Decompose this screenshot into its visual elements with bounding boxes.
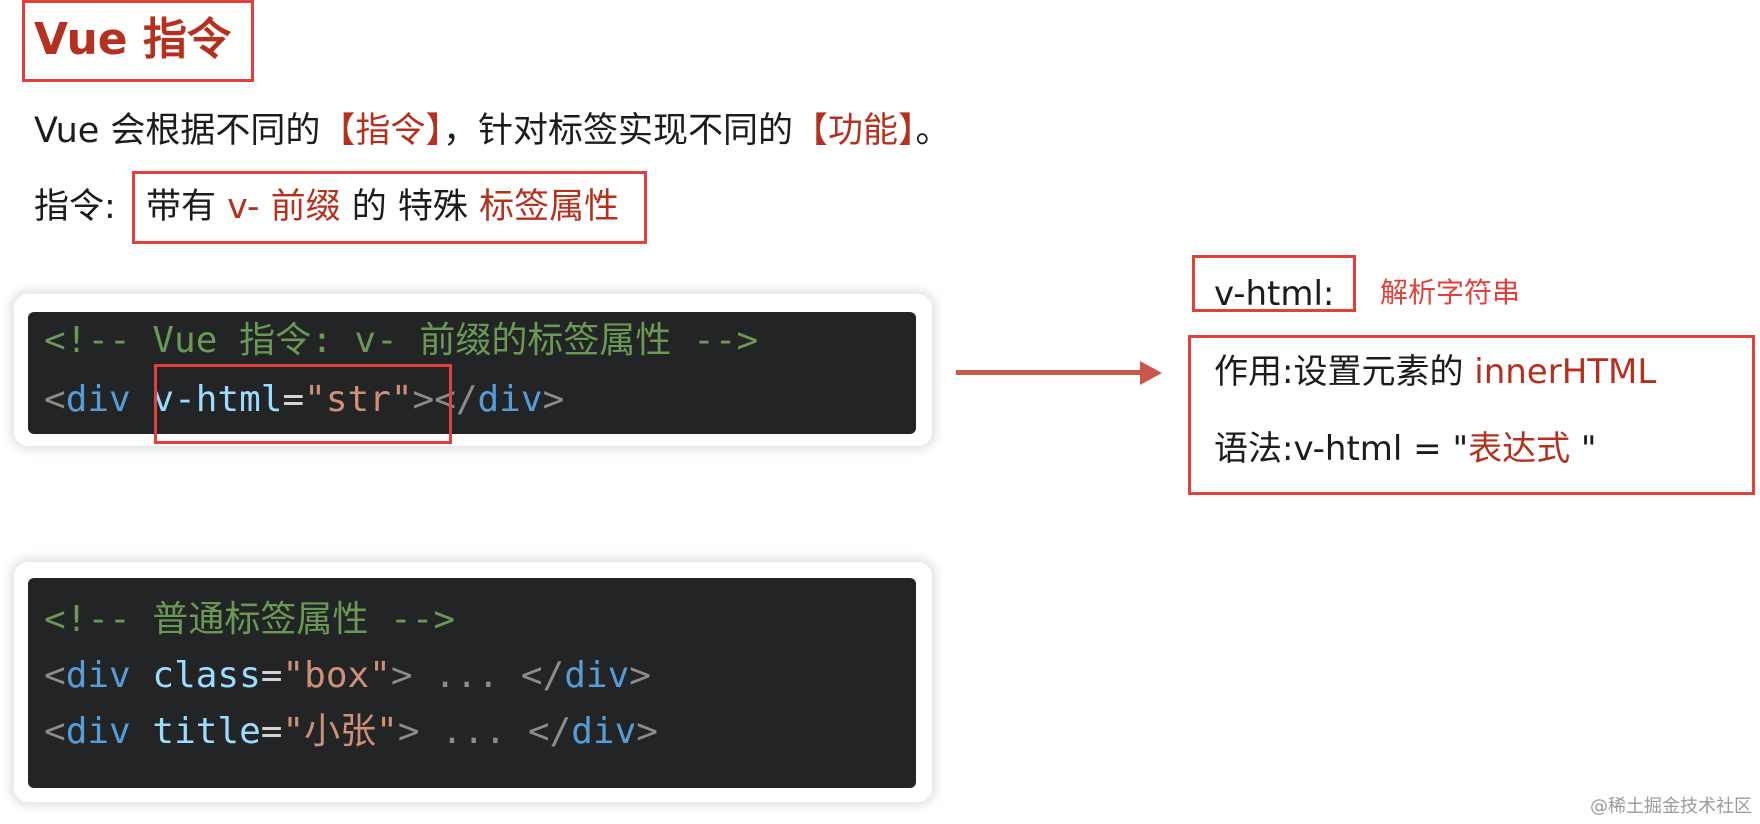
definition-text-2: 的 特殊 <box>340 187 480 227</box>
watermark: @稀土掘金技术社区 <box>1590 796 1752 817</box>
code-punct: > <box>636 711 658 752</box>
arrow-right-icon <box>1140 361 1162 385</box>
code-tag: div <box>65 379 131 420</box>
code-line-vhtml: <div v-html="str"></div> <box>44 382 564 418</box>
intro-text-1: Vue 会根据不同的 <box>34 111 321 151</box>
code-eq: = <box>260 655 283 696</box>
code-string: "box" <box>282 655 391 696</box>
code-tag: div <box>571 711 637 752</box>
code-string: "str" <box>304 379 413 420</box>
code-block-normal: <!-- 普通标签属性 --> <div class="box"> ... </… <box>28 578 916 788</box>
code-tag: div <box>564 655 630 696</box>
definition-highlight-prefix: v- 前缀 <box>227 187 341 227</box>
vhtml-syntax-end: " <box>1570 429 1597 469</box>
vhtml-effect: 作用:设置元素的 innerHTML <box>1214 352 1656 393</box>
code-line-title: <div title="小张"> ... </div> <box>44 714 658 750</box>
code-punct: > ... </ <box>390 655 565 696</box>
vhtml-syntax-label: 语法:v-html = " <box>1214 429 1469 469</box>
code-tag: div <box>65 655 131 696</box>
vhtml-effect-value: innerHTML <box>1474 352 1657 392</box>
code-punct: ></ <box>412 379 478 420</box>
intro-text-3: 。 <box>915 111 951 151</box>
code-string: "小张" <box>282 711 398 752</box>
definition-text-1: 带有 <box>146 187 228 227</box>
vhtml-note: 解析字符串 <box>1380 276 1521 309</box>
vhtml-syntax: 语法:v-html = "表达式 " <box>1214 429 1597 470</box>
definition-label: 指令: <box>34 187 116 227</box>
intro-highlight-directive: 【指令】 <box>320 111 443 151</box>
code-attr-class: class <box>152 655 261 696</box>
code-punct: < <box>44 379 66 420</box>
definition-highlight-box <box>132 171 647 244</box>
code-comment-vue: <!-- Vue 指令: v- 前缀的标签属性 --> <box>44 320 759 361</box>
vhtml-detail-box <box>1188 335 1755 495</box>
intro-highlight-function: 【功能】 <box>792 111 916 151</box>
code-attr-vhtml: v-html <box>152 379 283 420</box>
code-line-class: <div class="box"> ... </div> <box>44 658 651 694</box>
code-eq: = <box>282 379 305 420</box>
title-highlight-box <box>22 0 254 82</box>
code-punct: < <box>44 711 66 752</box>
code-punct: < <box>44 655 66 696</box>
vhtml-syntax-value: 表达式 <box>1468 429 1571 469</box>
vhtml-label-box <box>1192 255 1356 312</box>
arrow-line <box>956 370 1144 375</box>
code-punct: > ... </ <box>397 711 572 752</box>
code-punct: > <box>629 655 651 696</box>
intro-sentence: Vue 会根据不同的【指令】，针对标签实现不同的【功能】。 <box>34 110 950 152</box>
code-tag: div <box>65 711 131 752</box>
intro-text-2: ，针对标签实现不同的 <box>442 111 793 151</box>
code-comment-normal: <!-- 普通标签属性 --> <box>44 599 456 640</box>
code-punct: > <box>542 379 565 420</box>
definition-text: 带有 v- 前缀 的 特殊 标签属性 <box>146 186 619 228</box>
definition-highlight-attribute: 标签属性 <box>479 187 620 227</box>
code-block-vue: <!-- Vue 指令: v- 前缀的标签属性 --> <div v-html=… <box>28 312 916 434</box>
code-eq: = <box>260 711 283 752</box>
vhtml-highlight-box <box>154 364 452 444</box>
vhtml-effect-label: 作用:设置元素的 <box>1214 352 1475 392</box>
vhtml-label: v-html: <box>1214 274 1335 314</box>
page-title: Vue 指令 <box>34 14 231 65</box>
code-tag: div <box>477 379 543 420</box>
code-attr-title: title <box>152 711 261 752</box>
